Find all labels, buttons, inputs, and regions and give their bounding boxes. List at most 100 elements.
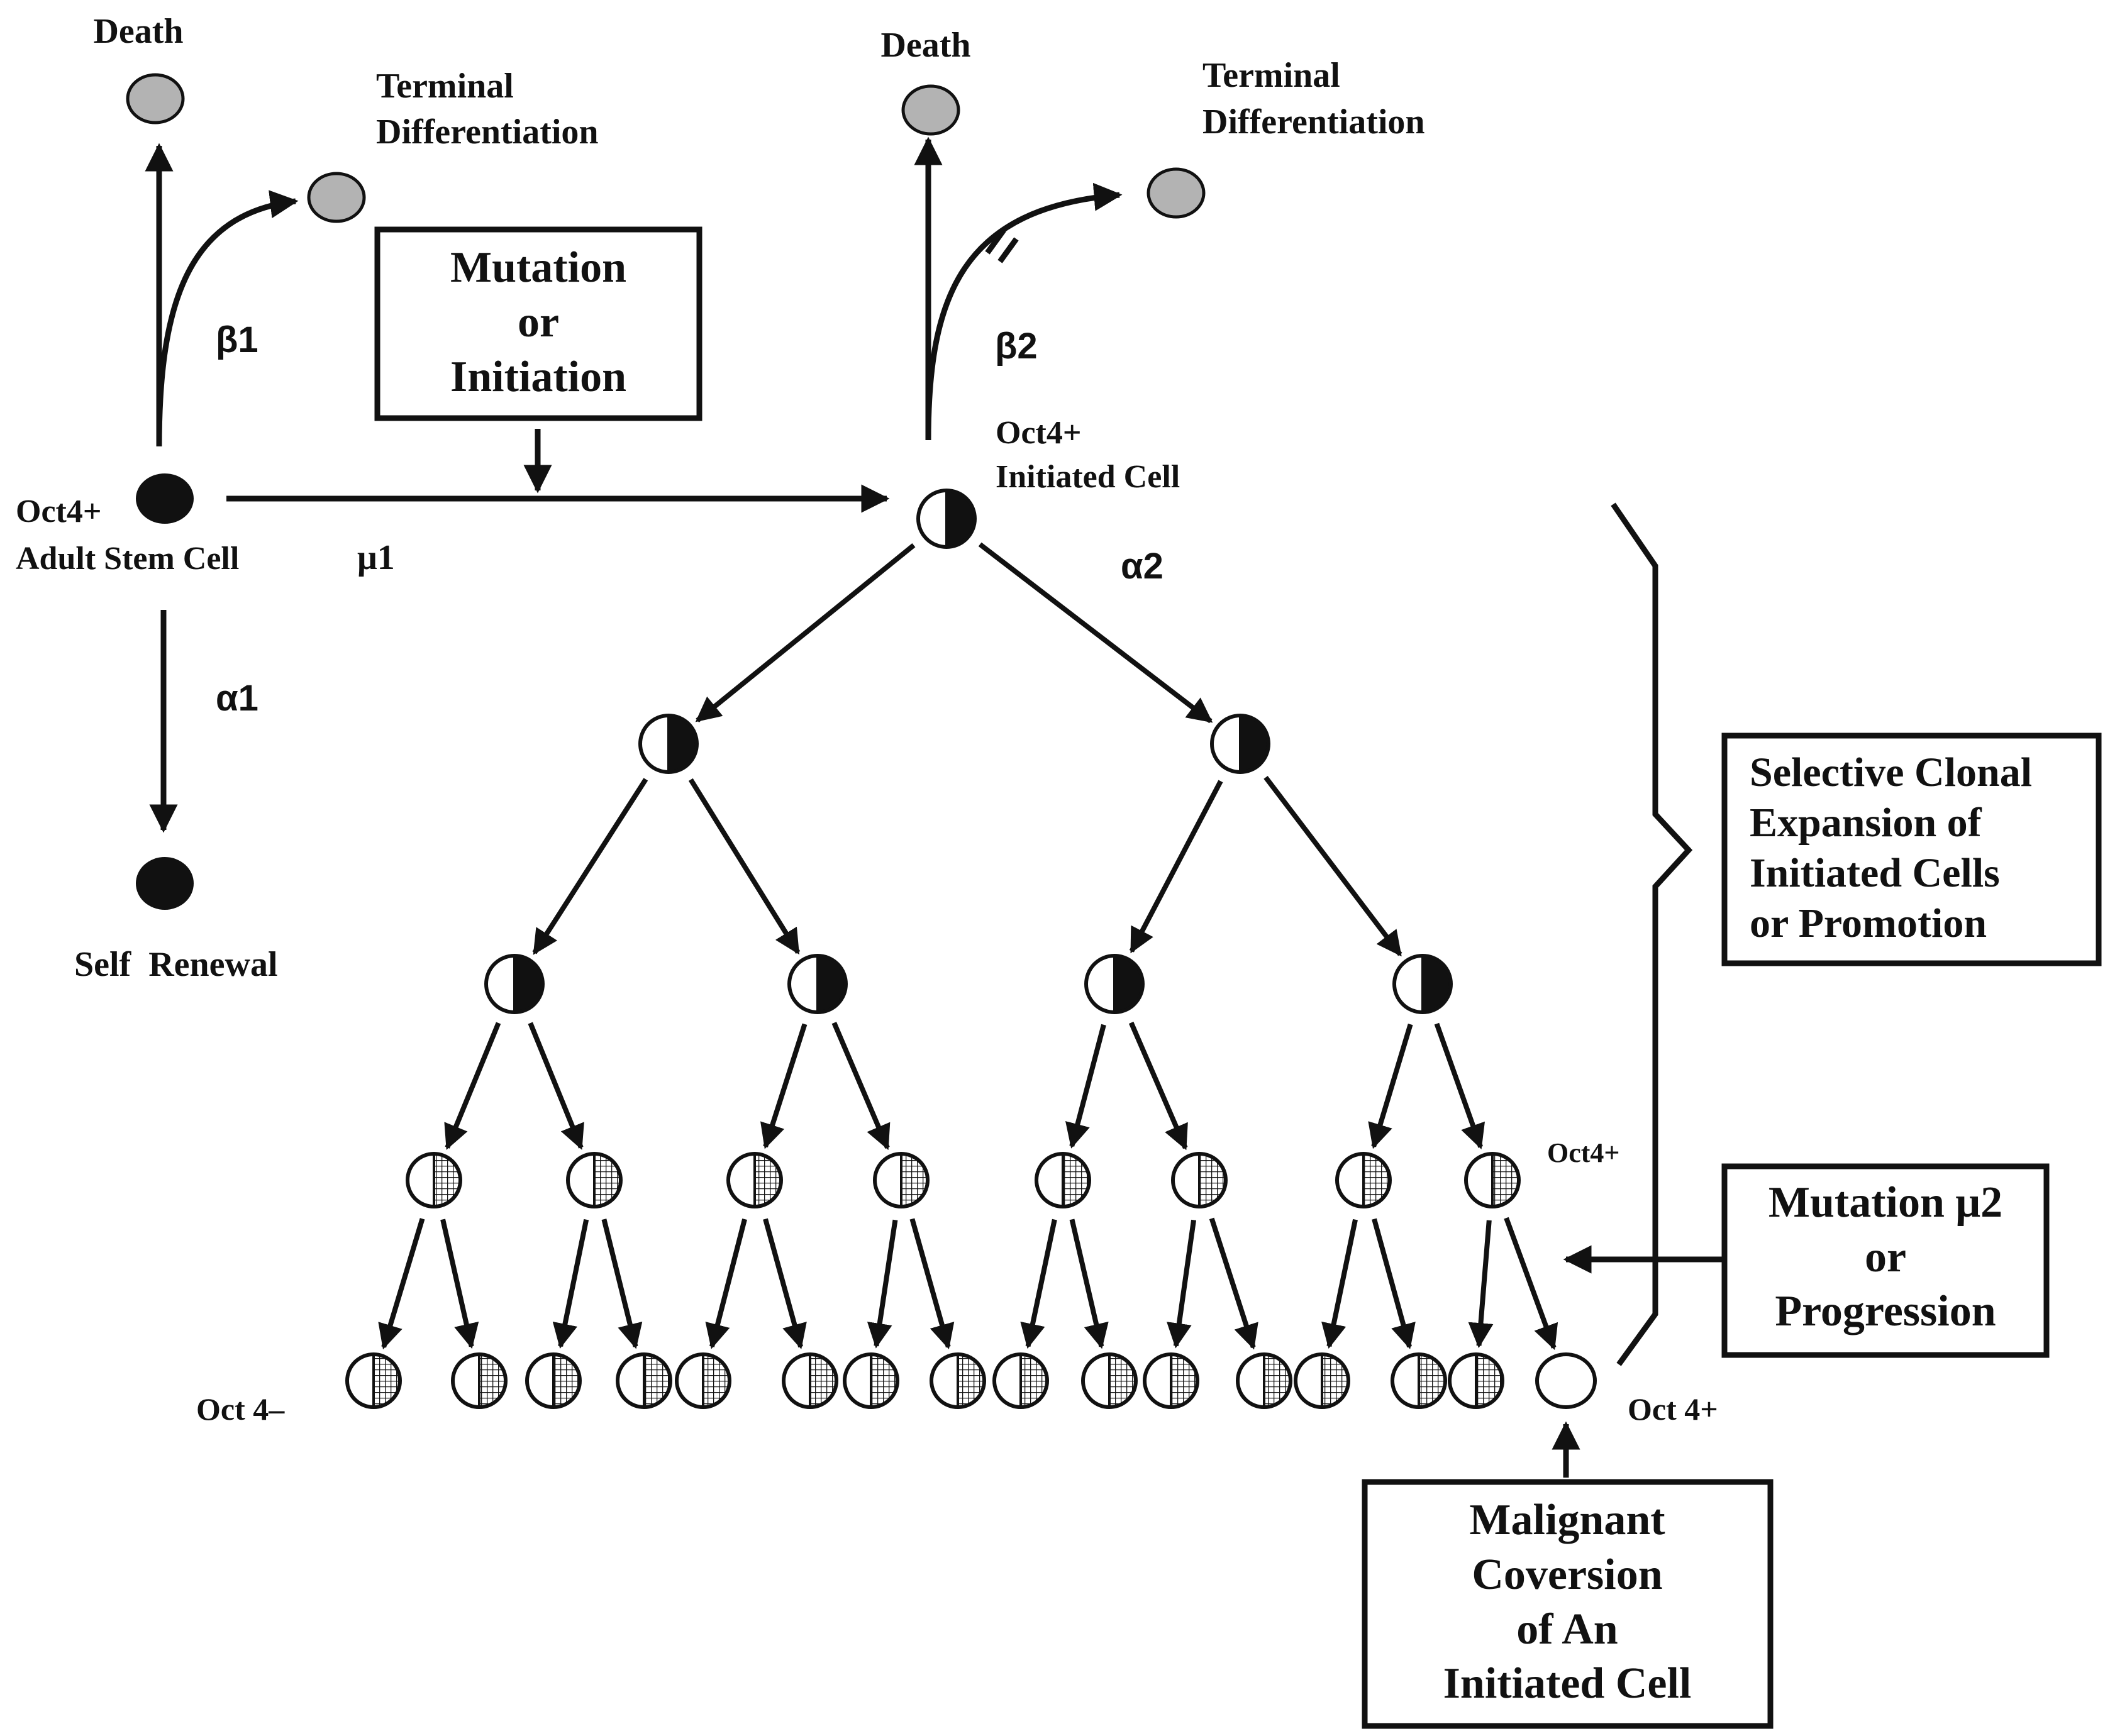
label-stem-2: Adult Stem Cell — [16, 541, 239, 577]
label-mutation-3: Initiation — [450, 353, 626, 401]
tree-arrow-l3-4-9 — [1069, 1219, 1109, 1349]
tree-arrow-l3-1-2 — [552, 1219, 589, 1349]
tree-cell-l0-0 — [916, 489, 977, 549]
tree-cell-l4-12 — [1294, 1352, 1350, 1409]
tree-arrow-l1-0-1 — [688, 778, 801, 955]
tree-arrow-l1-0-0 — [532, 778, 648, 955]
label-oct4-minus: Oct 4– — [196, 1391, 285, 1427]
tree-cell-l2-0 — [484, 954, 545, 1014]
mutation-initiation-box — [374, 226, 702, 421]
tree-cell-l4-6 — [843, 1352, 899, 1409]
cell-malignant — [1535, 1352, 1597, 1409]
tree-cell-l3-0 — [406, 1152, 462, 1208]
label-terminal-right-2: Differentiation — [1202, 102, 1425, 141]
label-alpha1: α1 — [216, 678, 258, 719]
tree-arrow-l3-0-0 — [378, 1218, 425, 1350]
tree-cell-l3-2 — [726, 1152, 783, 1208]
tree-arrow-l2-1-3 — [831, 1022, 891, 1151]
boxes — [374, 226, 2102, 1729]
tree-arrow-l2-3-6 — [1368, 1023, 1413, 1149]
label-clonal-1: Selective Clonal — [1750, 749, 2032, 795]
tree-arrow-l3-4-8 — [1020, 1219, 1057, 1349]
tree-cell-l4-1 — [451, 1352, 508, 1409]
tree-arrow-l2-0-1 — [528, 1022, 584, 1150]
tree-arrow-l3-5-10 — [1167, 1219, 1197, 1349]
tree-arrow-l3-2-5 — [763, 1218, 807, 1349]
tree-cell-l4-8 — [992, 1352, 1049, 1409]
cell-terminal-left — [307, 172, 366, 223]
tree-cell-l4-5 — [782, 1352, 838, 1409]
clonal-expansion-box — [1721, 733, 2102, 966]
label-oct4-plus-small: Oct4+ — [1547, 1137, 1619, 1168]
label-oct4-plus-bottom: Oct 4+ — [1628, 1391, 1718, 1427]
label-malignant-4: Initiated Cell — [1443, 1659, 1692, 1708]
malignant-conversion-box — [1362, 1479, 1774, 1729]
tree-arrow-l3-3-6 — [867, 1219, 898, 1349]
tree-cell-l2-2 — [1084, 954, 1145, 1014]
tree-arrow-l2-2-5 — [1128, 1021, 1188, 1151]
tree-cell-l3-7 — [1464, 1152, 1521, 1208]
cell-stem — [136, 473, 194, 524]
block-tick — [985, 228, 1019, 263]
cell-death-right — [901, 84, 960, 136]
tree-cell-l1-1 — [1210, 714, 1270, 774]
tree-cells — [345, 489, 1521, 1409]
label-stem-1: Oct4+ — [16, 494, 101, 529]
tree-arrow-l3-1-3 — [601, 1219, 643, 1349]
tree-arrow-l1-1-3 — [1263, 775, 1402, 957]
label-progression-3: Progression — [1775, 1287, 1996, 1335]
tree-cell-l4-9 — [1081, 1352, 1138, 1409]
label-malignant-3: of An — [1516, 1605, 1618, 1654]
tree-cell-l4-0 — [345, 1352, 402, 1409]
label-beta2: β2 — [995, 326, 1038, 367]
tree-arrow-l3-6-13 — [1372, 1218, 1416, 1349]
label-clonal-2: Expansion of — [1750, 800, 1982, 846]
tree-arrow-l1-1-2 — [1129, 780, 1223, 954]
label-clonal-4: or Promotion — [1750, 900, 1987, 946]
static-cells — [126, 73, 1597, 1409]
tree-arrow-l2-2-4 — [1065, 1024, 1106, 1149]
tree-arrow-l0-0-0 — [695, 543, 916, 722]
tree-cell-l3-1 — [566, 1152, 623, 1208]
tree-cell-l2-1 — [787, 954, 848, 1014]
label-mu1: μ1 — [357, 538, 395, 577]
tree-arrow-l3-5-11 — [1209, 1217, 1258, 1350]
tree-cell-l2-3 — [1392, 954, 1453, 1014]
tree-arrow-l3-0-1 — [440, 1219, 479, 1349]
tree-cell-l4-7 — [930, 1352, 986, 1409]
tree-cell-l4-13 — [1391, 1352, 1447, 1409]
label-death-left: Death — [93, 12, 183, 51]
tree-arrow-l3-6-12 — [1321, 1219, 1358, 1349]
label-terminal-right-1: Terminal — [1202, 56, 1340, 95]
progression-box — [1721, 1163, 2050, 1358]
label-terminal-left-2: Differentiation — [376, 113, 599, 152]
tree-cell-l3-3 — [873, 1152, 930, 1208]
tree-arrow-l3-3-7 — [909, 1218, 955, 1349]
tree-arrow-l2-3-7 — [1434, 1022, 1485, 1150]
cell-terminal-right — [1147, 167, 1206, 219]
tree-cell-l3-4 — [1035, 1152, 1091, 1208]
label-mutation-1: Mutation — [450, 243, 626, 292]
label-death-right: Death — [880, 26, 970, 65]
tree-arrow-to-malignant — [1504, 1217, 1558, 1351]
tree-arrow-l3-2-4 — [705, 1218, 747, 1349]
tree-cell-l3-6 — [1335, 1152, 1392, 1208]
tree-cell-l4-10 — [1143, 1352, 1199, 1409]
arrow-stem-to-terminal — [156, 190, 299, 447]
label-mutation-2: or — [518, 298, 559, 346]
tree-cell-l3-5 — [1171, 1152, 1228, 1208]
tree-cell-l4-4 — [675, 1352, 731, 1409]
label-progression-2: or — [1865, 1233, 1906, 1281]
static-arrows — [145, 136, 1723, 1478]
label-self-renewal: Self Renewal — [74, 945, 278, 984]
label-initiated-1: Oct4+ — [996, 415, 1081, 451]
tree-cell-l1-0 — [638, 714, 699, 774]
tree-cell-l4-2 — [525, 1352, 582, 1409]
label-clonal-3: Initiated Cells — [1750, 850, 2000, 896]
tree-arrows — [378, 542, 1558, 1351]
tree-cell-l4-14 — [1448, 1352, 1504, 1409]
tree-arrow-l0-0-1 — [978, 542, 1213, 724]
tree-cell-l4-3 — [616, 1352, 672, 1409]
